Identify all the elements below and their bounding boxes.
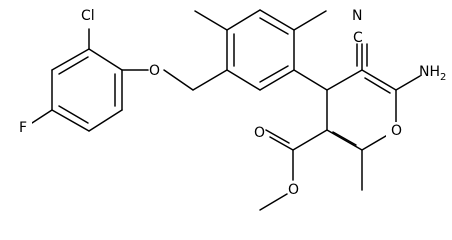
bond [259, 69, 295, 91]
bond [194, 10, 228, 31]
bond [259, 65, 289, 83]
bond [226, 9, 261, 31]
atom-nitrile-nitrogen: N [352, 8, 362, 24]
bond [192, 69, 228, 91]
atom-amino-group: NH2 [419, 64, 446, 83]
atom-nitrile-carbon: C [353, 30, 363, 46]
bond [51, 48, 90, 71]
bond [361, 69, 397, 91]
bond [226, 69, 261, 91]
bond [326, 129, 363, 151]
atom-labels: Cl F O N C NH2 O O O [16, 4, 446, 198]
bond [163, 69, 194, 91]
bond [293, 10, 327, 31]
bond [265, 129, 290, 144]
atom-carbonyl-oxygen: O [254, 125, 265, 141]
atom-ester-oxygen: O [288, 182, 299, 198]
atom-chlorine: Cl [81, 8, 95, 24]
bond [364, 77, 391, 94]
bond [259, 9, 295, 31]
bonds [31, 9, 421, 211]
atom-ring-oxygen: O [391, 123, 402, 139]
bond [259, 17, 289, 35]
bond [332, 131, 357, 146]
bond [395, 75, 421, 91]
bond [58, 105, 89, 124]
bond [88, 109, 123, 132]
bond [259, 193, 288, 211]
bond [326, 69, 363, 91]
bond [292, 129, 328, 151]
atom-fluorine: F [19, 120, 27, 136]
bond [269, 136, 294, 151]
bond [31, 109, 53, 124]
bond [88, 48, 123, 71]
bond [51, 109, 90, 132]
bond [293, 69, 328, 91]
atom-ether-oxygen: O [149, 63, 160, 79]
bond [58, 56, 89, 75]
molecule-structure: Cl F O N C NH2 O O O [16, 4, 447, 211]
